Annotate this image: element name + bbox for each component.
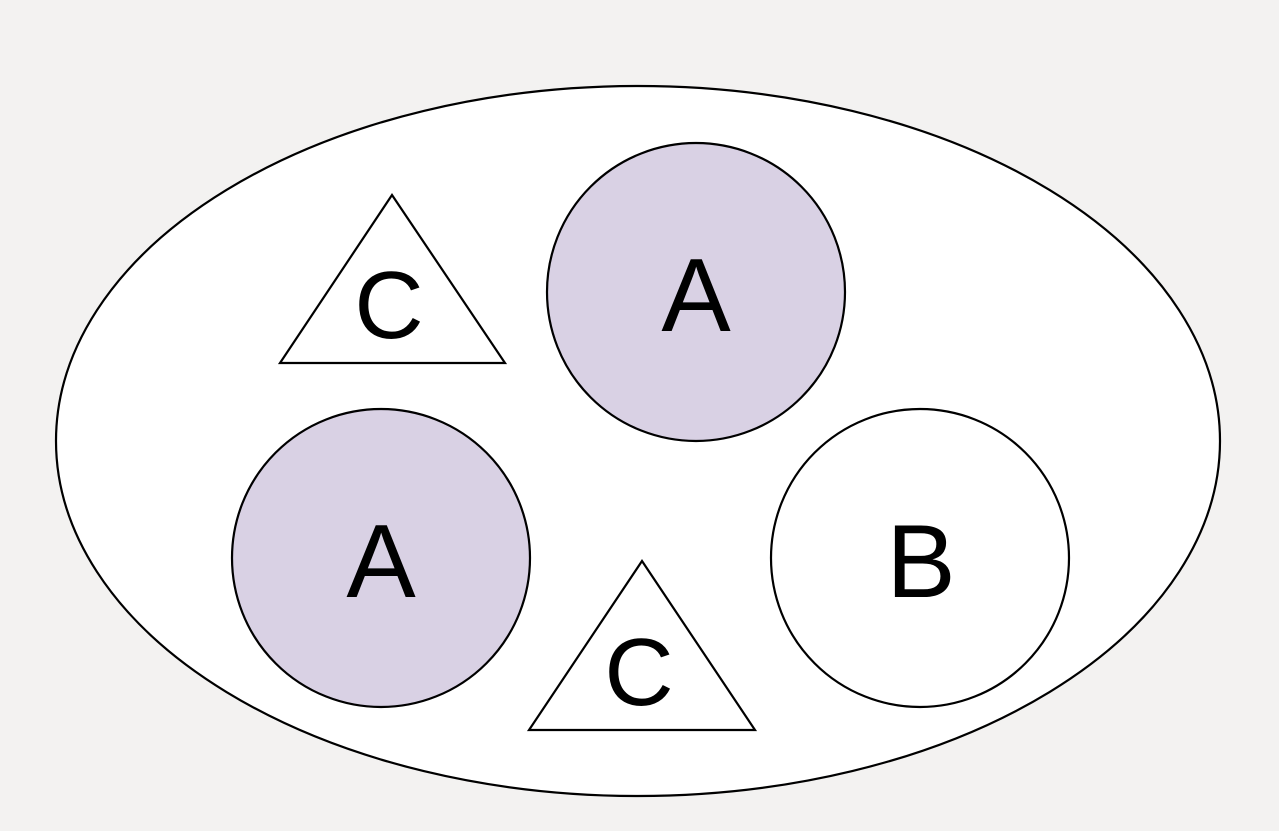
circle-a-bottom-label: A — [346, 504, 416, 620]
circle-b-shape — [769, 407, 1071, 709]
triangle-c-top-label: C — [354, 252, 423, 359]
triangle-c-top-shape — [277, 193, 508, 365]
circle-b-label: B — [886, 504, 955, 620]
triangle-c-top: C — [277, 193, 508, 365]
circle-a-top-shape — [545, 141, 847, 443]
circle-a-top-label: A — [661, 238, 731, 354]
triangle-c-bottom-label: C — [604, 619, 673, 726]
circle-a-bottom-shape — [230, 407, 532, 709]
circle-a-top: A — [545, 141, 847, 443]
circle-a-bottom: A — [230, 407, 532, 709]
triangle-c-bottom: C — [526, 559, 758, 732]
circle-b: B — [769, 407, 1071, 709]
triangle-c-bottom-shape — [526, 559, 758, 732]
